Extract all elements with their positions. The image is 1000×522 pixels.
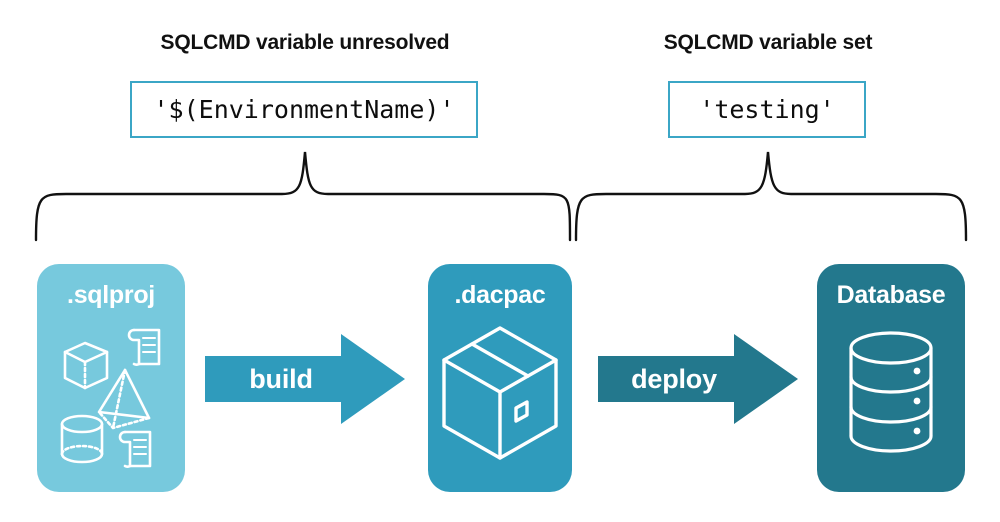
code-box-testing: 'testing' bbox=[668, 81, 866, 138]
database-cylinder-icon bbox=[849, 331, 933, 453]
code-box-environment-name: '$(EnvironmentName)' bbox=[130, 81, 478, 138]
arrow-build: build bbox=[205, 334, 405, 424]
arrow-deploy: deploy bbox=[598, 334, 798, 424]
arrow-right-icon bbox=[598, 334, 798, 424]
heading-sqlcmd-variable-unresolved: SQLCMD variable unresolved bbox=[160, 31, 450, 54]
stage-label-sqlproj: .sqlproj bbox=[67, 281, 155, 309]
brace-left-icon bbox=[34, 151, 572, 242]
brace-right-icon bbox=[574, 151, 968, 242]
cylinder-icon bbox=[60, 414, 104, 464]
sqlproj-artifacts-group bbox=[60, 328, 161, 468]
stage-label-database: Database bbox=[836, 281, 946, 309]
stage-box-dacpac: .dacpac bbox=[428, 264, 572, 492]
stage-box-sqlproj: .sqlproj bbox=[37, 264, 185, 492]
stage-box-database: Database bbox=[817, 264, 965, 492]
heading-sqlcmd-variable-set: SQLCMD variable set bbox=[663, 31, 873, 54]
arrow-right-icon bbox=[205, 334, 405, 424]
script-scroll-icon bbox=[118, 430, 152, 468]
script-scroll-icon bbox=[127, 328, 161, 366]
stage-label-dacpac: .dacpac bbox=[454, 281, 546, 309]
package-box-icon bbox=[442, 326, 558, 460]
pyramid-icon bbox=[97, 368, 151, 430]
cube-icon bbox=[63, 341, 109, 390]
